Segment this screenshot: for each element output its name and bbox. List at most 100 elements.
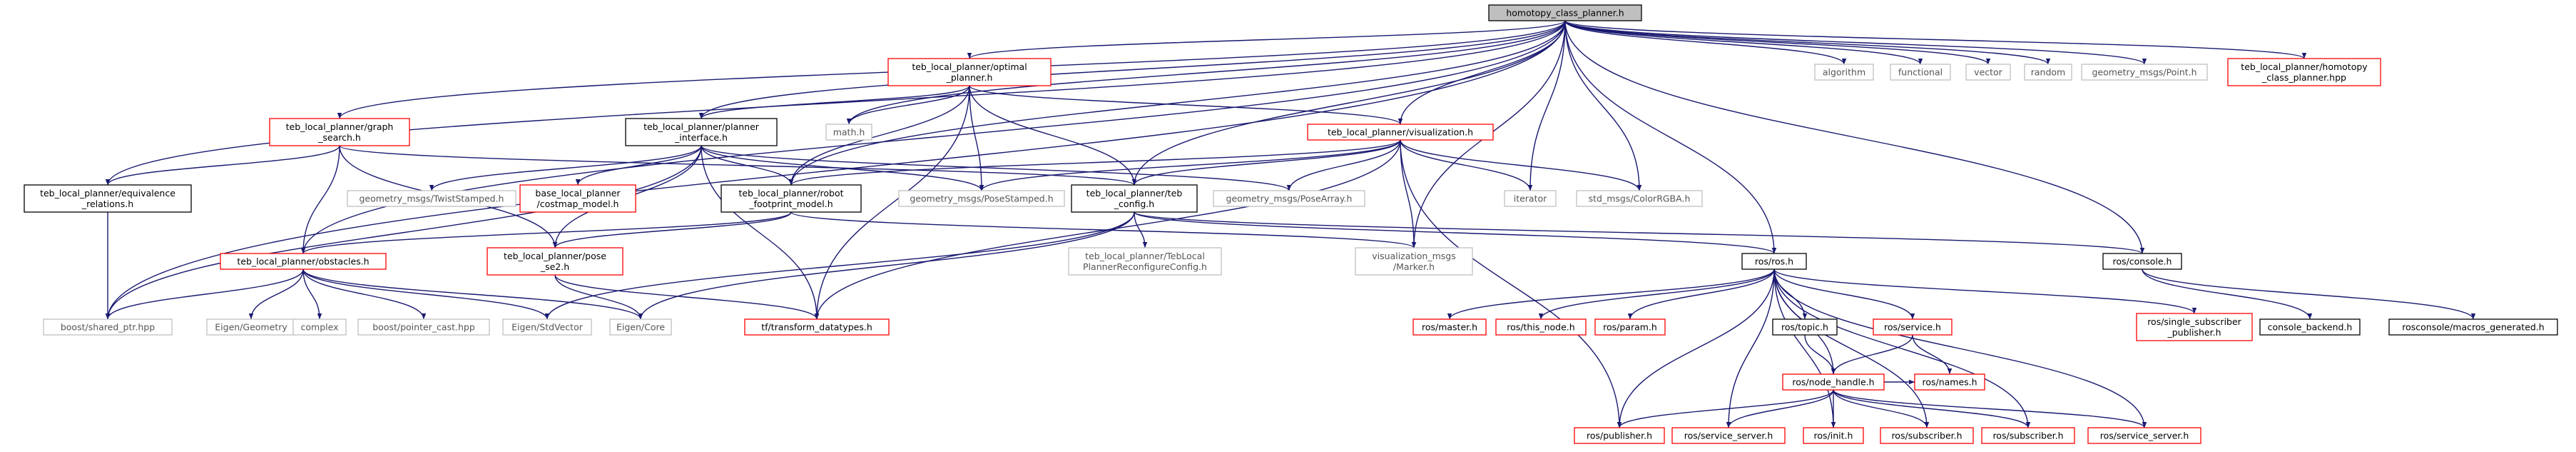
- node-box-ros_service_server2: [2087, 427, 2201, 444]
- node-box-root: [1488, 4, 1642, 21]
- node-ros_init[interactable]: ros/init.h: [1803, 427, 1864, 444]
- node-box-functional: [1890, 64, 1951, 81]
- edge-ros_ros-to-single_subscriber: [1773, 268, 2197, 314]
- node-costmap_model[interactable]: base_local_planner/costmap_model.h: [519, 184, 636, 213]
- node-box-ros_subscriber2: [1981, 427, 2075, 444]
- node-label: vector: [1974, 67, 2003, 78]
- node-boost_shared_ptr: boost/shared_ptr.hpp: [43, 318, 173, 336]
- edge-teb_config-to-teb_reconfigure: [1134, 211, 1148, 248]
- node-ros_this_node[interactable]: ros/this_node.h: [1495, 318, 1587, 336]
- node-obstacles[interactable]: teb_local_planner/obstacles.h: [220, 253, 387, 270]
- node-box-pose_array: [1213, 190, 1365, 207]
- node-label: ros/service.h: [1884, 322, 1941, 333]
- node-equivalence[interactable]: teb_local_planner/equivalence_relations.…: [24, 184, 192, 213]
- node-ros_node_handle[interactable]: ros/node_handle.h: [1782, 373, 1885, 391]
- node-label: _planner.h: [946, 72, 993, 83]
- node-label: teb_local_planner/obstacles.h: [237, 256, 369, 267]
- node-label: Eigen/StdVector: [511, 322, 584, 333]
- node-twist_stamped: geometry_msgs/TwistStamped.h: [347, 190, 516, 207]
- node-point_h: geometry_msgs/Point.h: [2081, 64, 2208, 81]
- edge-root-to-planner_interface: [698, 20, 1566, 119]
- edge-root-to-point_h: [1564, 20, 2147, 65]
- node-ros_subscriber[interactable]: ros/subscriber.h: [1880, 427, 1974, 444]
- node-tf_transform[interactable]: tf/transform_datatypes.h: [744, 318, 890, 336]
- edge-ros_console-to-console_backend: [2142, 268, 2313, 320]
- node-label: teb_local_planner/teb: [1086, 188, 1183, 199]
- node-macros_generated[interactable]: rosconsole/macros_generated.h: [2388, 318, 2558, 336]
- node-optimal_planner[interactable]: teb_local_planner/optimal_planner.h: [887, 58, 1052, 86]
- edge-optimal_planner-to-robot_footprint: [788, 85, 970, 186]
- node-ros_master[interactable]: ros/master.h: [1412, 318, 1487, 336]
- node-label: ros/single_subscriber: [2147, 316, 2241, 327]
- node-label: PlannerReconfigureConfig.h: [1083, 261, 1207, 272]
- node-pose_se2[interactable]: teb_local_planner/pose_se2.h: [487, 247, 623, 276]
- edge-obstacles-to-complex: [302, 268, 322, 320]
- node-box-boost_pointer_cast: [357, 318, 490, 336]
- edge-ros_ros-to-ros_service_server2: [1773, 268, 2147, 428]
- edge-root-to-teb_config: [1131, 20, 1566, 186]
- node-ros_publisher[interactable]: ros/publisher.h: [1574, 427, 1665, 444]
- node-robot_footprint[interactable]: teb_local_planner/robot_footprint_model.…: [721, 184, 862, 213]
- node-root[interactable]: homotopy_class_planner.h: [1488, 4, 1642, 21]
- node-teb_config[interactable]: teb_local_planner/teb_config.h: [1071, 184, 1198, 213]
- node-label: teb_local_planner/equivalence: [40, 188, 175, 199]
- node-eigen_core: Eigen/Core: [609, 318, 672, 336]
- node-box-obstacles: [220, 253, 387, 270]
- node-label: ros/param.h: [1603, 322, 1657, 333]
- node-ros_console[interactable]: ros/console.h: [2102, 253, 2182, 270]
- node-label: ros/publisher.h: [1587, 431, 1652, 441]
- node-label: complex: [301, 322, 339, 333]
- node-ros_service[interactable]: ros/service.h: [1873, 318, 1953, 336]
- edge-root-to-color_rgba: [1564, 20, 1642, 191]
- node-label: geometry_msgs/PoseStamped.h: [910, 194, 1053, 204]
- node-box-point_h: [2081, 64, 2208, 81]
- edge-root-to-algorithm: [1564, 20, 1847, 65]
- edge-visualization-to-pose_stamped: [979, 139, 1401, 191]
- node-pose_stamped: geometry_msgs/PoseStamped.h: [898, 190, 1065, 207]
- edge-teb_config-to-ros_console: [1134, 211, 2144, 254]
- edge-graph_search-to-teb_config: [339, 145, 1136, 186]
- node-label: teb_local_planner/homotopy: [2241, 61, 2368, 72]
- edge-graph_search-to-obstacles: [300, 145, 340, 254]
- node-box-twist_stamped: [347, 190, 516, 207]
- node-label: functional: [1898, 67, 1943, 78]
- node-label: iterator: [1514, 194, 1547, 204]
- edge-ros_ros-to-ros_service_server: [1726, 268, 1775, 428]
- edge-optimal_planner-to-teb_config: [969, 85, 1137, 186]
- node-box-iterator: [1504, 190, 1557, 207]
- edge-teb_config-to-eigen_core: [638, 211, 1135, 320]
- edge-planner_interface-to-costmap_model: [575, 145, 702, 186]
- edge-obstacles-to-eigen_geometry: [248, 268, 304, 320]
- node-box-math_h: [825, 124, 872, 141]
- node-ros_names[interactable]: ros/names.h: [1914, 373, 1985, 391]
- edge-optimal_planner-to-pose_stamped: [969, 85, 984, 191]
- node-console_backend[interactable]: console_backend.h: [2259, 318, 2361, 336]
- node-box-pose_se2: [487, 247, 623, 276]
- node-single_subscriber[interactable]: ros/single_subscriber_publisher.h: [2136, 313, 2253, 341]
- edge-ros_ros-to-ros_master: [1447, 268, 1775, 320]
- node-ros_subscriber2[interactable]: ros/subscriber.h: [1981, 427, 2075, 444]
- node-box-ros_console: [2102, 253, 2182, 270]
- node-visualization[interactable]: teb_local_planner/visualization.h: [1307, 124, 1494, 141]
- edge-ros_service-to-ros_node_handle: [1831, 334, 1913, 375]
- node-ros_param[interactable]: ros/param.h: [1594, 318, 1666, 336]
- node-label: ros/master.h: [1422, 322, 1477, 333]
- edge-planner_interface-to-twist_stamped: [429, 145, 702, 191]
- node-ros_service_server2[interactable]: ros/service_server.h: [2087, 427, 2201, 444]
- node-ros_service_server[interactable]: ros/service_server.h: [1671, 427, 1786, 444]
- node-box-random: [2024, 64, 2072, 81]
- node-box-ros_this_node: [1495, 318, 1587, 336]
- node-ros_ros[interactable]: ros/ros.h: [1741, 253, 1807, 270]
- node-color_rgba: std_msgs/ColorRGBA.h: [1576, 190, 1703, 207]
- node-ros_topic[interactable]: ros/topic.h: [1772, 318, 1838, 336]
- node-box-robot_footprint: [721, 184, 862, 213]
- node-homotopy_hpp[interactable]: teb_local_planner/homotopy_class_planner…: [2227, 58, 2381, 86]
- node-planner_interface[interactable]: teb_local_planner/planner_interface.h: [625, 118, 778, 146]
- node-box-planner_interface: [625, 118, 778, 146]
- node-label: algorithm: [1823, 67, 1865, 78]
- node-label: ros/node_handle.h: [1792, 377, 1874, 388]
- node-label: geometry_msgs/PoseArray.h: [1226, 194, 1353, 204]
- node-graph_search[interactable]: teb_local_planner/graph_search.h: [269, 118, 410, 146]
- node-box-optimal_planner: [887, 58, 1052, 86]
- node-label: geometry_msgs/Point.h: [2092, 67, 2196, 78]
